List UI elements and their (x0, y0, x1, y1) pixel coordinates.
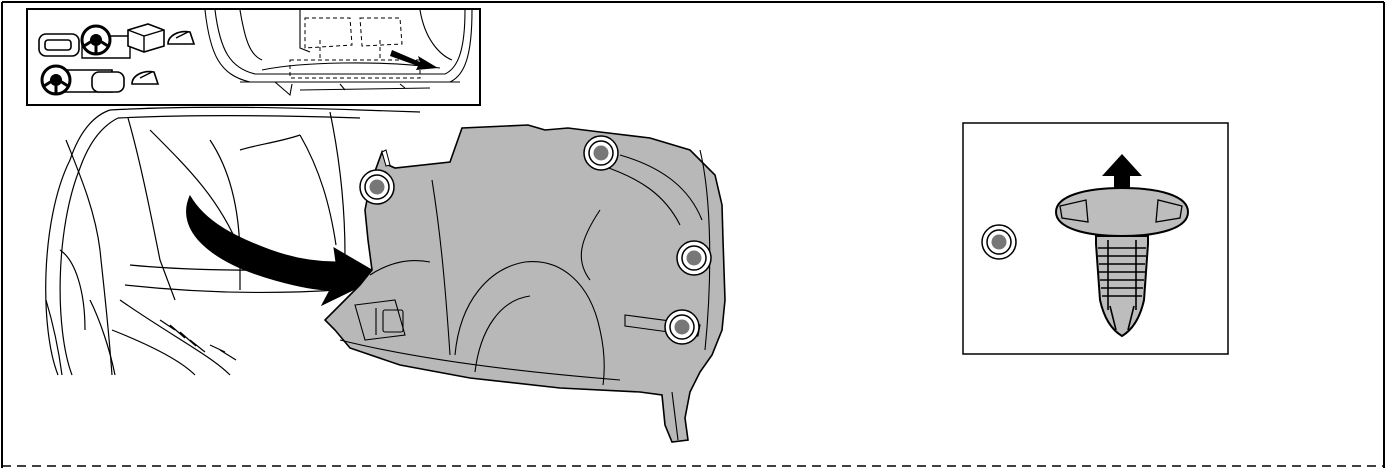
navigation-unit-icon (127, 23, 165, 53)
trunk-outline (45, 106, 421, 376)
install-direction-arrow (186, 194, 384, 307)
trunk-side-trim-panel (323, 124, 726, 443)
locator-inset (26, 8, 481, 106)
push-clip-icon (1054, 154, 1190, 338)
clip-marker-icon (676, 240, 712, 276)
clip-marker-icon (583, 135, 619, 171)
direction-arrow-icon (390, 50, 438, 70)
rear-view-mirror-icon (131, 70, 160, 85)
rear-view-mirror-icon (167, 30, 196, 45)
clip-detail-inset (962, 122, 1229, 355)
clip-marker-icon (664, 309, 700, 345)
clip-marker-icon (359, 169, 395, 205)
steering-wheel-icon (40, 64, 72, 96)
steering-wheel-icon (80, 24, 112, 56)
clip-marker-icon (981, 224, 1017, 260)
